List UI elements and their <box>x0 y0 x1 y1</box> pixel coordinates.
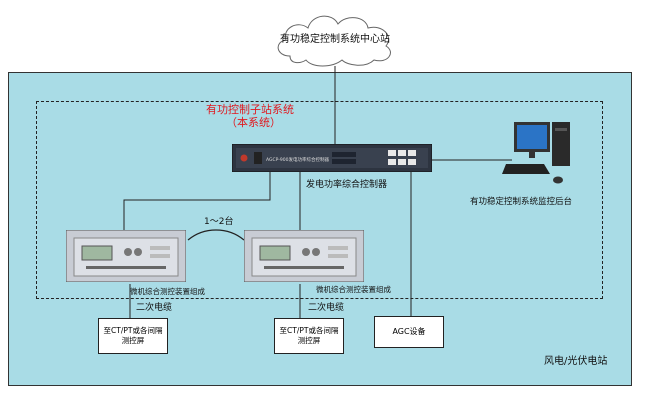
left-device-caption: 微机综合测控装置组成 <box>130 287 205 296</box>
left-cable-label: 二次电缆 <box>136 303 173 313</box>
monitor-label: 有功稳定控制系统监控后台 <box>470 197 573 207</box>
device-count-label: 1～2台 <box>204 217 234 227</box>
subsystem-title: 有功控制子站系统 <box>206 103 294 116</box>
subsystem-subtitle: （本系统） <box>226 116 281 129</box>
right-cable-label: 二次电缆 <box>308 303 345 313</box>
left-box-line1: 至CT/PT或各间隔 <box>103 326 163 336</box>
right-box-line1: 至CT/PT或各间隔 <box>279 326 339 336</box>
cloud-icon <box>277 15 391 67</box>
controller-label: 发电功率综合控制器 <box>306 180 388 190</box>
left-box-line2: 测控屏 <box>121 336 145 345</box>
station-label: 风电/光伏电站 <box>544 356 608 367</box>
relay-device-left <box>66 230 186 282</box>
computer-icon <box>502 122 570 184</box>
central-station-label: 有功稳定控制系统中心站 <box>280 34 390 45</box>
right-device-caption: 微机综合测控装置组成 <box>316 285 391 294</box>
left-ct-pt-box: 至CT/PT或各间隔测控屏 <box>98 318 168 354</box>
controller-panel-text: AGCP-900发电功率综合控制器 <box>266 156 329 163</box>
agc-label: AGC设备 <box>392 326 426 336</box>
power-controller-device: AGCP-900发电功率综合控制器 <box>232 144 432 172</box>
agc-equipment-box: AGC设备 <box>374 316 444 348</box>
relay-device-right <box>244 230 364 282</box>
right-ct-pt-box: 至CT/PT或各间隔测控屏 <box>274 318 344 354</box>
right-box-line2: 测控屏 <box>297 336 321 345</box>
control-substation-boundary <box>36 101 603 299</box>
